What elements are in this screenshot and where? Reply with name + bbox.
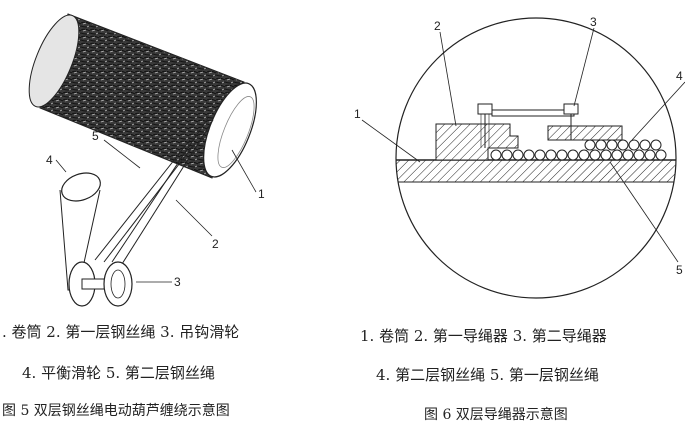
second-layer-rope	[584, 139, 662, 151]
figure6-leaders	[361, 27, 685, 263]
fig5-label-4: 4	[46, 153, 53, 167]
figure5-drawing: 1 2 3 4 5	[28, 13, 265, 307]
fig5-legend-line1: . 卷筒 2. 第一层钢丝绳 3. 吊钩滑轮	[2, 323, 240, 341]
fig6-label-5: 5	[676, 263, 683, 277]
fig6-caption: 图 6 双层导绳器示意图	[424, 407, 568, 423]
detail-view	[396, 103, 676, 183]
fig6-label-2: 2	[434, 19, 441, 33]
fig6-legend-line2: 4. 第二层钢丝绳 5. 第一层钢丝绳	[376, 366, 599, 384]
first-layer-rope	[490, 149, 667, 161]
fig5-caption: 图 5 双层钢丝绳电动葫芦缠绕示意图	[2, 403, 230, 419]
hook-pulley	[68, 261, 133, 307]
fig5-label-1: 1	[258, 187, 265, 201]
figure5-leaders	[55, 139, 257, 283]
ropes	[94, 117, 214, 265]
fig6-legend-line1: 1. 卷筒 2. 第一导绳器 3. 第二导绳器	[360, 327, 607, 345]
fig5-label-2: 2	[212, 237, 219, 251]
fig6-label-4: 4	[676, 69, 683, 83]
figure6-drawing: 1 2 3 4 5	[354, 15, 685, 299]
fig6-label-3: 3	[590, 15, 597, 29]
fig6-label-1: 1	[354, 107, 361, 121]
detail-circle	[395, 17, 677, 299]
fig5-legend-line2: 4. 平衡滑轮 5. 第二层钢丝绳	[22, 364, 215, 382]
drum	[28, 13, 257, 179]
fig5-label-5: 5	[92, 129, 99, 143]
fig5-label-3: 3	[174, 275, 181, 289]
